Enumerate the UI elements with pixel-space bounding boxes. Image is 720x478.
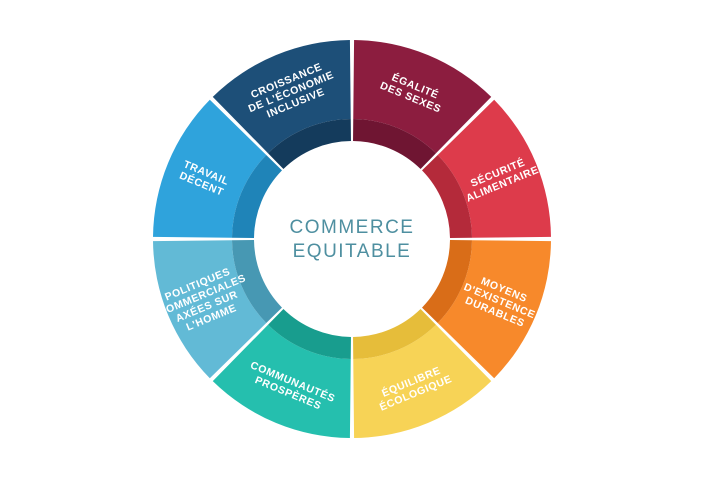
- segments-group: ÉGALITÉDES SEXESSÉCURITÉALIMENTAIREMOYEN…: [153, 40, 551, 438]
- segment-0: [353, 40, 492, 154]
- segment-2: [437, 240, 551, 379]
- segment-inner-2: [422, 240, 472, 323]
- center-title-line2: EQUITABLE: [293, 241, 412, 262]
- center-title-line1: COMMERCE: [290, 217, 415, 238]
- segment-inner-6: [232, 155, 282, 238]
- segment-6: [153, 99, 267, 238]
- segment-inner-1: [422, 155, 472, 238]
- center-circle: [256, 143, 448, 335]
- segment-4: [212, 324, 351, 438]
- segment-inner-3: [353, 309, 436, 359]
- segment-inner-7: [268, 119, 351, 169]
- segment-1: [437, 99, 551, 238]
- segment-inner-4: [268, 309, 351, 359]
- segment-inner-5: [232, 240, 282, 323]
- segment-3: [353, 324, 492, 438]
- segment-7: [212, 40, 351, 154]
- segment-5: [153, 240, 267, 379]
- segment-inner-0: [353, 119, 436, 169]
